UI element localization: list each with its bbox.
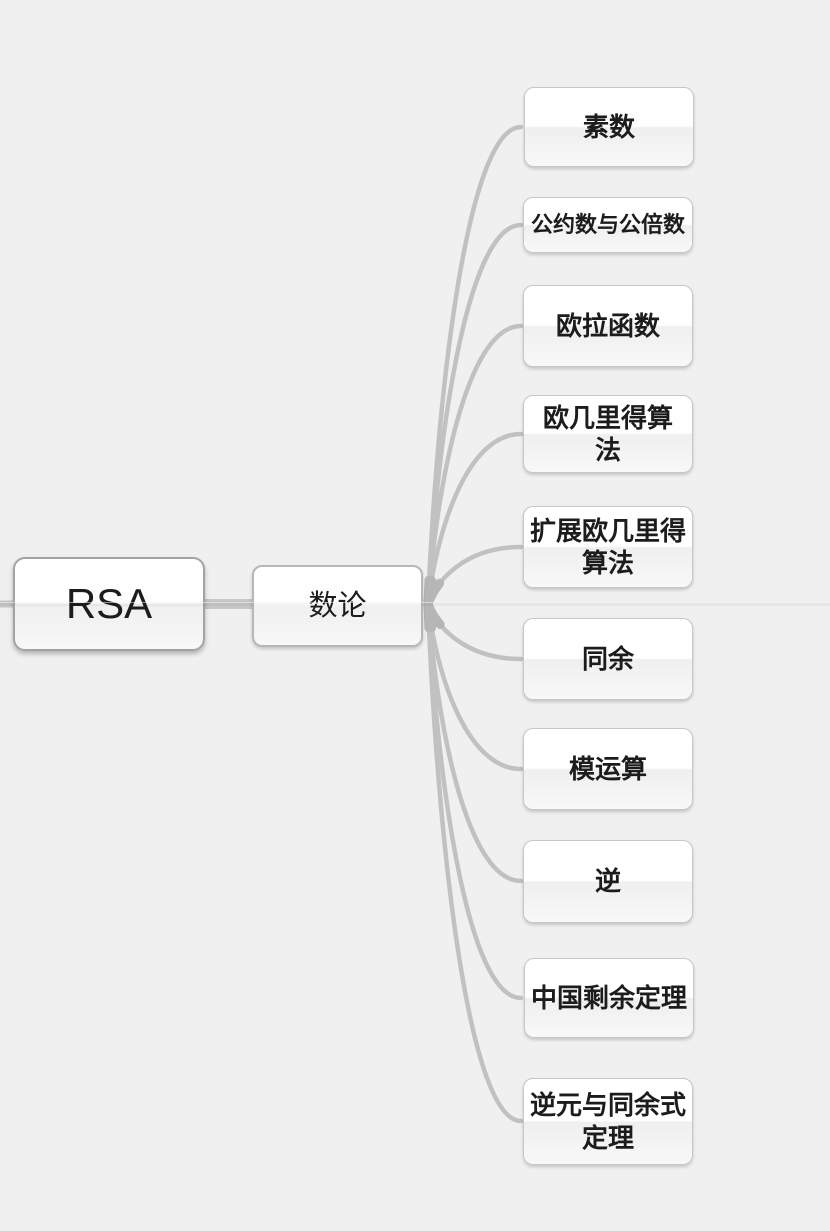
connector — [425, 323, 524, 607]
node-label: 中国剩余定理 — [530, 982, 687, 1013]
connector-trunk — [423, 542, 526, 609]
node-extended-euclidean-algorithm[interactable]: 扩展欧几里得 算法 — [523, 506, 693, 588]
node-label: 逆元与同余式 定理 — [529, 1090, 686, 1153]
node-label: 数论 — [308, 589, 367, 622]
connector — [425, 601, 524, 662]
node-label: 欧几里得算 法 — [542, 402, 673, 466]
connector — [425, 544, 524, 607]
node-modular-arithmetic[interactable]: 模运算 — [523, 728, 693, 810]
node-label: 逆 — [594, 866, 621, 897]
node-label: 模运算 — [568, 753, 647, 784]
node-inverse-congruence-theorem[interactable]: 逆元与同余式 定理 — [523, 1078, 693, 1165]
node-gcd-lcm[interactable]: 公约数与公倍数 — [523, 197, 693, 253]
node-label: 同余 — [581, 643, 634, 674]
node-congruence[interactable]: 同余 — [523, 618, 693, 700]
node-rsa[interactable]: RSA — [13, 557, 205, 651]
node-chinese-remainder-theorem[interactable]: 中国剩余定理 — [524, 958, 694, 1038]
node-number-theory[interactable]: 数论 — [252, 565, 423, 647]
connector — [425, 601, 524, 1124]
node-euclidean-algorithm[interactable]: 欧几里得算 法 — [523, 395, 693, 473]
node-label: 素数 — [582, 111, 635, 142]
node-prime[interactable]: 素数 — [524, 87, 694, 167]
connector-trunk — [423, 429, 526, 609]
node-euler-function[interactable]: 欧拉函数 — [523, 285, 693, 367]
node-label: 扩展欧几里得 算法 — [529, 515, 686, 579]
node-inverse[interactable]: 逆 — [523, 840, 693, 923]
node-label: RSA — [65, 579, 153, 627]
node-label: 欧拉函数 — [555, 310, 660, 341]
node-label: 公约数与公倍数 — [530, 212, 685, 238]
